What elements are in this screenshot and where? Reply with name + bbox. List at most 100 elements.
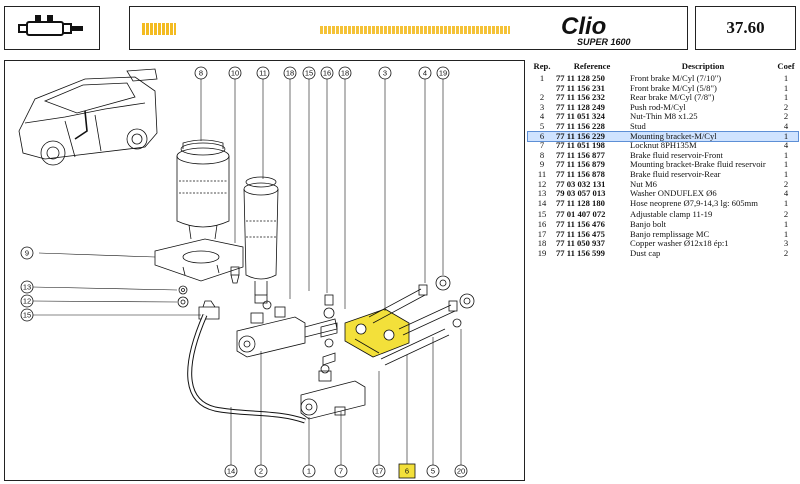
cell-coef: 1: [783, 228, 789, 239]
cell-description: Push rod-M/Cyl: [630, 101, 686, 112]
table-row[interactable]: 77 11 156 231 Front brake M/Cyl (5/8") 1: [528, 82, 798, 94]
callout-4: 4: [423, 69, 427, 78]
cell-reference: 77 11 156 231: [556, 82, 605, 93]
cell-rep: 14: [537, 197, 547, 208]
cell-description: Copper washer Ø12x18 ép:1: [630, 238, 729, 249]
cell-coef: 1: [783, 218, 789, 229]
cell-reference: 77 11 156 475: [556, 228, 605, 239]
callout-20: 20: [457, 467, 465, 476]
cell-reference: 77 11 156 229: [556, 130, 605, 141]
callout-leader-lines: [32, 79, 462, 465]
cell-coef: 1: [783, 82, 789, 93]
table-row[interactable]: 4 77 11 051 324 Nut-Thin M8 x1.25 2: [528, 112, 798, 122]
car-location-sketch: [18, 68, 158, 166]
callout-15-top: 15: [305, 69, 313, 78]
callout-1: 1: [307, 467, 311, 476]
cell-reference: 77 01 407 072: [556, 209, 606, 220]
cell-rep: 6: [539, 130, 545, 141]
cell-rep: 13: [537, 188, 547, 199]
cell-reference: 77 11 051 324: [556, 111, 605, 122]
header-reference: Reference: [573, 61, 611, 71]
cell-coef: 1: [783, 159, 789, 170]
cell-reference: 77 11 050 937: [556, 238, 605, 249]
callout-14: 14: [227, 467, 235, 476]
brake-hose-drawing: [187, 314, 306, 424]
cell-description: Locknut 8PH135M: [630, 140, 697, 151]
cell-coef: 1: [783, 73, 789, 83]
cell-rep: 11: [537, 168, 547, 179]
cell-coef: 1: [783, 197, 789, 208]
cell-description: Mounting bracket-M/Cyl: [630, 130, 717, 141]
rear-reservoir-drawing: [230, 176, 279, 304]
table-header: Rep. Reference Description Coef: [528, 61, 798, 74]
front-master-cylinder-drawing: [236, 300, 338, 358]
cell-description: Nut M6: [630, 178, 657, 189]
cell-reference: 77 11 051 198: [556, 140, 605, 151]
cell-reference: 77 11 128 180: [556, 197, 605, 208]
callout-5: 5: [431, 467, 435, 476]
table-row[interactable]: 15 77 01 407 072 Adjustable clamp 11-19 2: [528, 210, 798, 220]
cell-description: Front brake M/Cyl (7/10"): [630, 73, 722, 83]
callout-11: 11: [259, 69, 267, 78]
cell-coef: 2: [783, 111, 789, 122]
cell-description: Banjo remplissage MC: [630, 228, 710, 239]
cell-coef: 4: [783, 120, 789, 131]
cell-rep: 18: [537, 238, 547, 249]
cell-coef: 2: [783, 178, 789, 189]
callout-10: 10: [231, 69, 239, 78]
cell-rep: 9: [539, 159, 545, 170]
callout-circles: [20, 66, 468, 479]
cell-description: Brake fluid reservoir-Rear: [630, 168, 721, 179]
cell-reference: 79 03 057 013: [556, 188, 606, 199]
brand-stripes-decoration: [142, 23, 176, 35]
cell-description: Dust cap: [630, 247, 661, 258]
cell-description: Nut-Thin M8 x1.25: [630, 111, 698, 122]
rear-master-cylinder-drawing: [300, 364, 366, 420]
svg-text:Clio: Clio: [561, 13, 606, 40]
callout-3: 3: [383, 69, 387, 78]
page-number-box: 37.60: [695, 6, 796, 50]
cell-description: Mounting bracket-Brake fluid reservoir: [630, 159, 766, 170]
callout-7: 7: [339, 467, 343, 476]
cell-rep: 15: [537, 209, 547, 220]
callout-19: 19: [439, 69, 447, 78]
cell-coef: 2: [783, 247, 789, 258]
cell-reference: 77 11 128 249: [556, 101, 605, 112]
callout-6-highlighted: 6: [405, 467, 409, 476]
cell-description: Rear brake M/Cyl (7/8"): [630, 92, 715, 103]
cell-reference: 77 11 156 232: [556, 92, 605, 103]
callout-2: 2: [259, 467, 263, 476]
brand-stripes-long-decoration: [320, 26, 510, 34]
cell-rep: 4: [539, 111, 545, 122]
callout-15-left: 15: [23, 311, 31, 320]
cell-description: Stud: [630, 120, 646, 131]
cell-rep: 12: [537, 178, 547, 189]
cell-coef: 2: [783, 209, 789, 220]
cell-description: Adjustable clamp 11-19: [630, 209, 713, 220]
cell-reference: 77 11 156 878: [556, 168, 605, 179]
cell-coef: 1: [783, 149, 789, 160]
callout-12: 12: [23, 297, 31, 306]
table-row[interactable]: 11 77 11 156 878 Brake fluid reservoir-Rea…: [528, 168, 798, 180]
table-row[interactable]: 18 77 11 050 937 Copper washer Ø12x18 ép:1…: [528, 238, 798, 249]
cell-description: Front brake M/Cyl (5/8"): [630, 82, 717, 93]
header-coef: Coef: [777, 61, 795, 71]
page-number: 37.60: [726, 18, 765, 37]
studs-and-pushrods-drawing: [368, 275, 475, 366]
